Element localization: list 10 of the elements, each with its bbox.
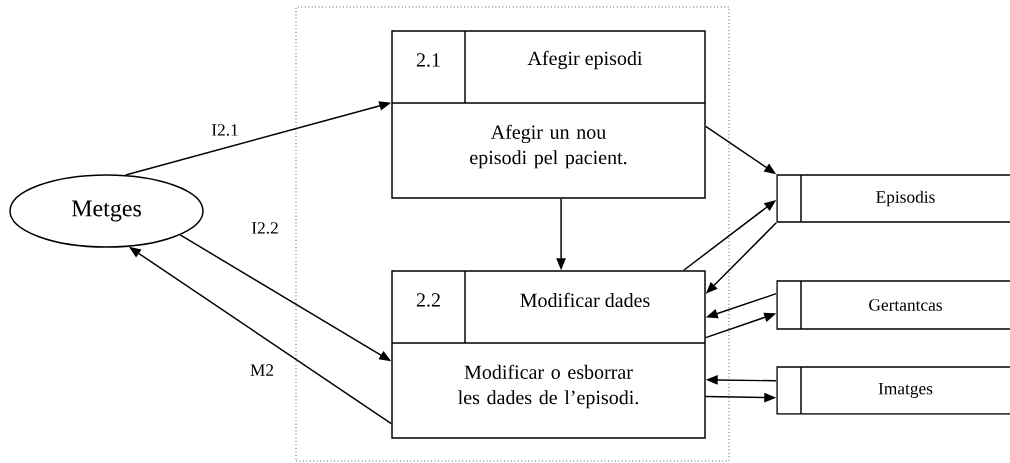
- process-box: 2.2 Modificar dades Modificar o esborrar les dades de l’episodi.: [391, 270, 706, 439]
- data-store: Episodis: [776, 174, 1010, 223]
- process-boundary: [295, 6, 730, 462]
- data-store: Imatges: [776, 366, 1010, 415]
- flow-label: I2.2: [251, 222, 278, 234]
- process-box: 2.1 Afegir episodi Afegir un nou episodi pel pacient.: [391, 30, 706, 199]
- flow-label: I2.1: [211, 124, 238, 136]
- flow-label: M2: [250, 364, 274, 376]
- external-entity: Metges: [9, 174, 204, 248]
- data-store: Gertantcas: [776, 280, 1010, 330]
